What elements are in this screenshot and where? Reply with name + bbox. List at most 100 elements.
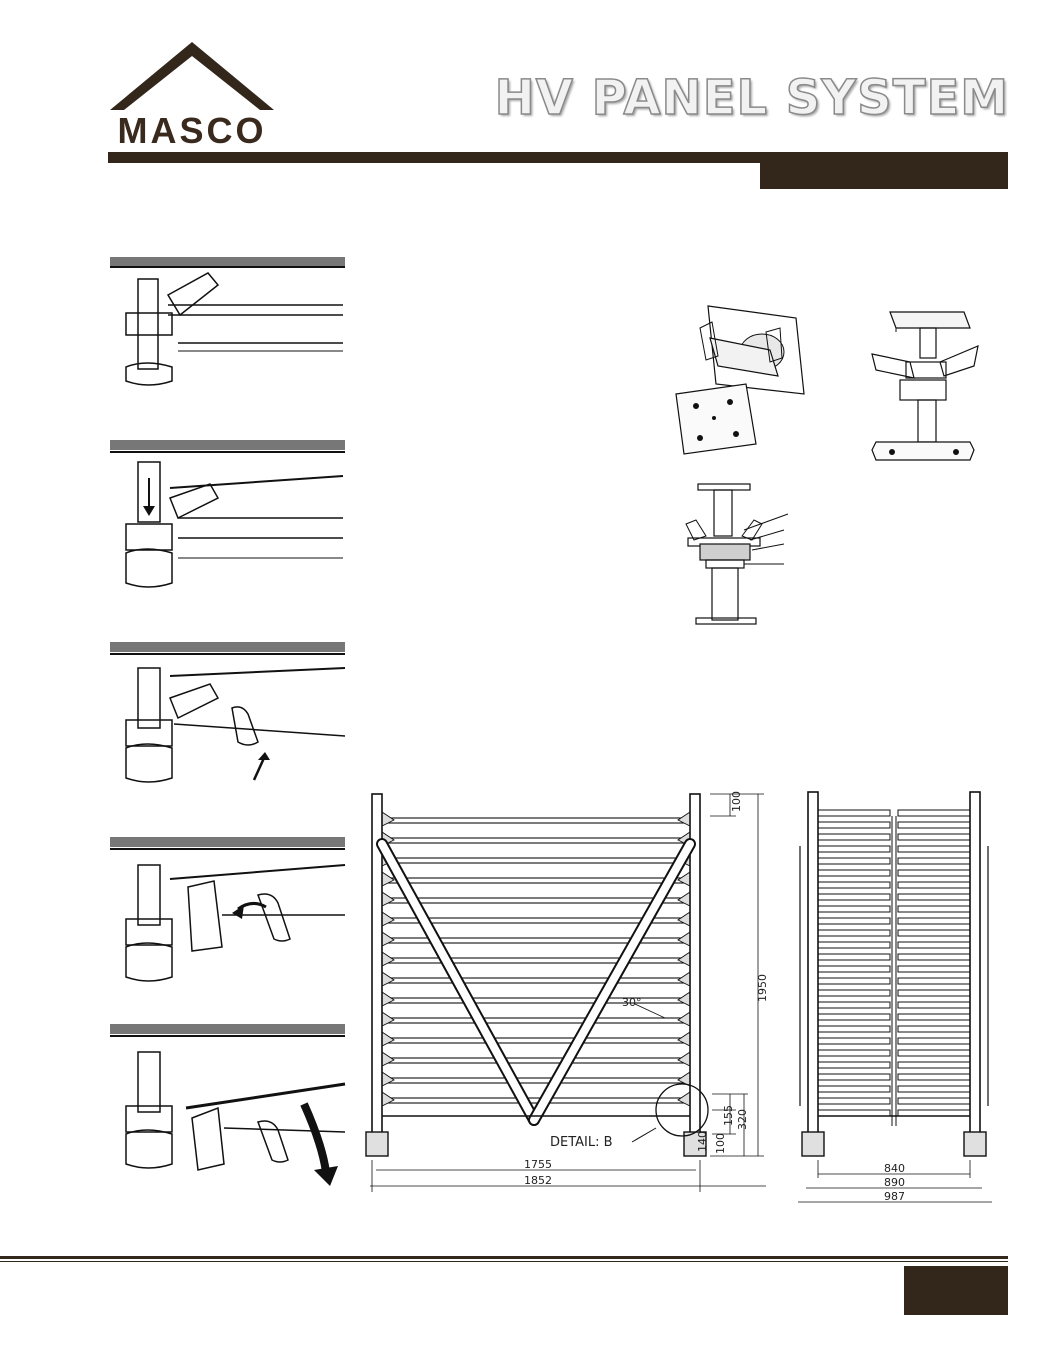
- rail-bracket: [677, 891, 691, 907]
- rail-bracket: [677, 911, 691, 927]
- detail-b-label: DETAIL: B: [550, 1135, 613, 1150]
- side-rail: [817, 857, 891, 865]
- side-rail: [817, 965, 891, 973]
- detail-b-circle: [655, 1083, 709, 1137]
- dim-side-890: 890: [884, 1176, 905, 1189]
- dim-side-987: 987: [884, 1190, 905, 1203]
- rail-bracket: [677, 1011, 691, 1027]
- frame-side-view: 840 890 987: [798, 791, 992, 1203]
- rail-bracket: [381, 931, 395, 947]
- side-rail: [817, 1073, 891, 1081]
- frame-rail: [381, 877, 691, 884]
- header-tab: [760, 160, 1008, 189]
- frame-rail: [381, 977, 691, 984]
- side-rails: [817, 809, 971, 1117]
- dim-155: 155: [722, 1105, 735, 1126]
- assembly-step-3: [110, 642, 346, 783]
- rail-bracket: [381, 1071, 395, 1087]
- dim-top-100: 100: [730, 791, 743, 812]
- dim-side-840: 840: [884, 1162, 905, 1175]
- header-rule: [108, 152, 1008, 163]
- dim-140: 140: [696, 1131, 709, 1152]
- side-rail: [897, 1037, 971, 1045]
- side-rail: [897, 1085, 971, 1093]
- side-rail: [817, 1001, 891, 1009]
- side-rail: [817, 1049, 891, 1057]
- side-rail: [897, 929, 971, 937]
- frame-front-view: DETAIL: B 30° 100 1950 320 155 140 100 1…: [365, 791, 769, 1192]
- dim-width-1755: 1755: [524, 1158, 552, 1171]
- side-rail: [897, 965, 971, 973]
- side-rail: [817, 929, 891, 937]
- side-rail: [817, 977, 891, 985]
- side-rail: [897, 857, 971, 865]
- side-rail: [817, 953, 891, 961]
- dim-width-1852: 1852: [524, 1174, 552, 1187]
- frame-rail: [381, 1037, 691, 1044]
- side-rail: [897, 821, 971, 829]
- rail-bracket: [381, 951, 395, 967]
- side-rail: [817, 809, 891, 817]
- side-rail: [897, 893, 971, 901]
- dim-320: 320: [736, 1109, 749, 1130]
- side-rail: [897, 977, 971, 985]
- assembly-step-5: [110, 1024, 346, 1186]
- side-rail: [897, 833, 971, 841]
- frame-rail: [381, 857, 691, 864]
- footer-rule: [0, 1256, 1008, 1259]
- side-rail: [897, 1061, 971, 1069]
- side-rail: [817, 941, 891, 949]
- frame-rail: [381, 1077, 691, 1084]
- side-rail: [897, 1073, 971, 1081]
- frame-rail: [381, 1097, 691, 1104]
- rail-bracket: [381, 1011, 395, 1027]
- footer-rule-thin: [0, 1261, 1008, 1262]
- drophead-isometric-2: [871, 311, 979, 461]
- side-rail: [817, 1109, 891, 1117]
- rail-bracket: [677, 1091, 691, 1107]
- assembly-step-4: [110, 837, 346, 982]
- side-rail: [897, 1109, 971, 1117]
- rail-bracket: [677, 811, 691, 827]
- frame-rails: [381, 811, 691, 1107]
- side-rail: [897, 845, 971, 853]
- assembly-step-1: [110, 257, 345, 386]
- side-rail: [817, 1085, 891, 1093]
- side-rail: [817, 881, 891, 889]
- rail-bracket: [677, 971, 691, 987]
- side-rail: [897, 881, 971, 889]
- rail-bracket: [677, 1051, 691, 1067]
- frame-rail: [381, 957, 691, 964]
- rail-bracket: [381, 1091, 395, 1107]
- assembly-step-2: [110, 440, 345, 588]
- side-rail: [817, 869, 891, 877]
- side-rail: [897, 1097, 971, 1105]
- frame-rail: [381, 837, 691, 844]
- frame-rail: [381, 897, 691, 904]
- side-rail: [817, 893, 891, 901]
- side-rail: [897, 1013, 971, 1021]
- side-right-post: [969, 791, 981, 1145]
- brand-name: MASCO: [117, 110, 267, 151]
- rail-bracket: [381, 991, 395, 1007]
- side-rail: [817, 845, 891, 853]
- rail-bracket: [381, 811, 395, 827]
- side-rail: [897, 1001, 971, 1009]
- rail-bracket: [381, 891, 395, 907]
- side-rail: [817, 833, 891, 841]
- frame-rail: [381, 997, 691, 1004]
- dim-height-1950: 1950: [756, 974, 769, 1002]
- side-rail: [897, 941, 971, 949]
- rail-bracket: [381, 971, 395, 987]
- side-rail: [897, 809, 971, 817]
- footer-page-tab: [904, 1266, 1008, 1315]
- side-rail: [817, 1061, 891, 1069]
- rail-bracket: [677, 1031, 691, 1047]
- dim-100-bottom: 100: [714, 1133, 727, 1154]
- rail-bracket: [677, 991, 691, 1007]
- frame-rail: [381, 817, 691, 824]
- side-rail: [817, 1097, 891, 1105]
- side-rail: [817, 905, 891, 913]
- frame-rail: [381, 1057, 691, 1064]
- side-rail: [897, 905, 971, 913]
